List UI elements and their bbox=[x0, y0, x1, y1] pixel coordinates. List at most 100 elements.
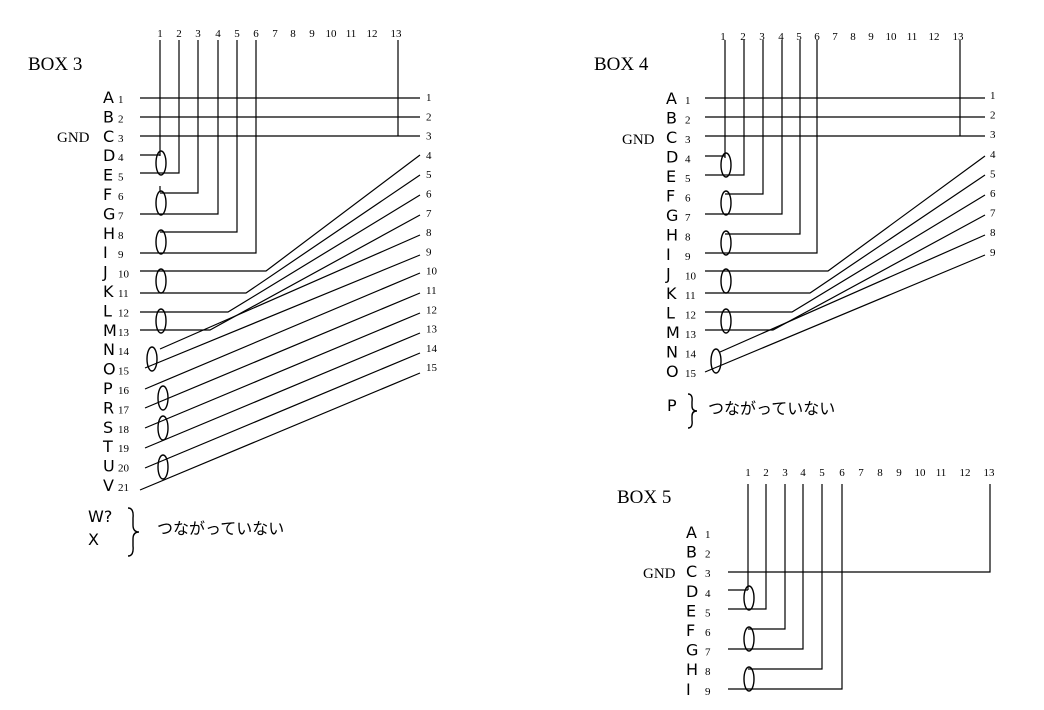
wire bbox=[748, 484, 823, 670]
row-number-label: 8 bbox=[118, 230, 124, 242]
row-letter-label: V bbox=[103, 476, 114, 495]
row-number-label: 6 bbox=[705, 627, 711, 639]
row-number-label: 5 bbox=[685, 173, 691, 185]
box-3-unconnected-note: W? X つながっていない bbox=[88, 507, 284, 557]
wire bbox=[725, 40, 764, 195]
column-number-label: 13 bbox=[953, 31, 965, 43]
row-number-label: 4 bbox=[685, 154, 691, 166]
row-letter-label: E bbox=[103, 166, 113, 185]
box-3-gnd-label: GND bbox=[57, 130, 90, 146]
row-number-label: 7 bbox=[118, 210, 124, 222]
column-number-label: 4 bbox=[800, 467, 806, 479]
row-number-label: 10 bbox=[118, 269, 130, 281]
row-number-label: 11 bbox=[118, 288, 129, 300]
row-letter-label: B bbox=[666, 109, 677, 128]
row-letter-label: H bbox=[686, 660, 698, 679]
wire bbox=[144, 254, 421, 369]
twisted-pair-oval bbox=[710, 348, 722, 374]
column-number-label: 8 bbox=[877, 467, 883, 479]
row-number-label: 5 bbox=[118, 172, 124, 184]
row-letter-label: E bbox=[686, 601, 696, 620]
twisted-pair-oval bbox=[743, 585, 755, 611]
row-number-label: 1 bbox=[118, 94, 124, 106]
twisted-pair-oval bbox=[743, 626, 755, 652]
twisted-pair-oval bbox=[720, 268, 732, 294]
row-letter-label: B bbox=[103, 107, 114, 126]
output-number-label: 7 bbox=[426, 208, 432, 220]
wire bbox=[144, 312, 421, 429]
column-number-label: 6 bbox=[839, 467, 845, 479]
row-number-label: 2 bbox=[685, 115, 691, 127]
column-number-label: 11 bbox=[346, 28, 357, 40]
box-4-gnd-label: GND bbox=[622, 132, 655, 148]
wire bbox=[728, 484, 767, 610]
wire bbox=[140, 40, 180, 174]
box-4-unconnected-note: P つながっていない bbox=[667, 393, 835, 429]
row-letter-label: N bbox=[666, 343, 678, 362]
column-number-label: 10 bbox=[915, 467, 927, 479]
row-number-label: 4 bbox=[118, 152, 124, 164]
row-letter-label: C bbox=[103, 127, 114, 146]
column-number-label: 4 bbox=[778, 31, 784, 43]
row-letter-label: C bbox=[666, 128, 677, 147]
wire bbox=[160, 40, 238, 233]
row-number-label: 13 bbox=[118, 327, 130, 339]
wire bbox=[144, 272, 421, 390]
row-letter-label: F bbox=[103, 185, 112, 204]
wire bbox=[728, 484, 843, 690]
row-number-label: 7 bbox=[685, 212, 691, 224]
column-number-label: 4 bbox=[215, 28, 221, 40]
row-number-label: 1 bbox=[705, 529, 711, 541]
column-number-label: 11 bbox=[907, 31, 918, 43]
row-letter-label: B bbox=[686, 543, 697, 562]
wire bbox=[160, 40, 199, 194]
row-letter-label: A bbox=[666, 89, 677, 108]
row-letter-label: O bbox=[103, 360, 116, 379]
row-number-label: 6 bbox=[685, 193, 691, 205]
row-number-label: 8 bbox=[705, 666, 711, 678]
output-number-label: 3 bbox=[426, 131, 432, 143]
column-number-label: 8 bbox=[290, 28, 296, 40]
row-letter-label: K bbox=[103, 282, 114, 301]
twisted-pair-oval bbox=[720, 230, 732, 256]
column-number-label: 10 bbox=[326, 28, 338, 40]
row-letter-label: L bbox=[666, 304, 675, 323]
column-number-label: 7 bbox=[272, 28, 278, 40]
output-number-label: 15 bbox=[426, 362, 438, 374]
output-number-label: 2 bbox=[990, 110, 996, 122]
row-number-label: 11 bbox=[685, 290, 696, 302]
not-connected-note: つながっていない bbox=[708, 399, 835, 418]
row-number-label: 14 bbox=[118, 346, 130, 358]
row-number-label: 2 bbox=[118, 113, 124, 125]
row-letter-label: K bbox=[666, 284, 677, 303]
row-number-label: 2 bbox=[705, 549, 711, 561]
column-number-label: 3 bbox=[759, 31, 765, 43]
column-number-label: 3 bbox=[782, 467, 788, 479]
row-letter-label: G bbox=[103, 204, 115, 223]
row-letter-label: P bbox=[103, 379, 113, 398]
row-number-label: 3 bbox=[685, 134, 691, 146]
twisted-pair-oval bbox=[157, 415, 169, 441]
row-letter-label: H bbox=[103, 224, 115, 243]
row-letter-label: T bbox=[102, 437, 113, 456]
output-number-label: 13 bbox=[426, 324, 438, 336]
row-number-label: 4 bbox=[705, 588, 711, 600]
row-number-label: 7 bbox=[705, 647, 711, 659]
twisted-pair-oval bbox=[720, 308, 732, 334]
row-number-label: 9 bbox=[118, 249, 124, 261]
row-number-label: 16 bbox=[118, 385, 130, 397]
twisted-pair-oval bbox=[743, 666, 755, 692]
twisted-pair-oval bbox=[155, 229, 167, 255]
output-number-label: 3 bbox=[990, 129, 996, 141]
row-number-label: 1 bbox=[685, 95, 691, 107]
column-number-label: 7 bbox=[858, 467, 864, 479]
brace-icon bbox=[687, 393, 698, 429]
output-number-label: 1 bbox=[990, 90, 996, 102]
wire bbox=[705, 155, 986, 272]
column-number-label: 13 bbox=[391, 28, 403, 40]
